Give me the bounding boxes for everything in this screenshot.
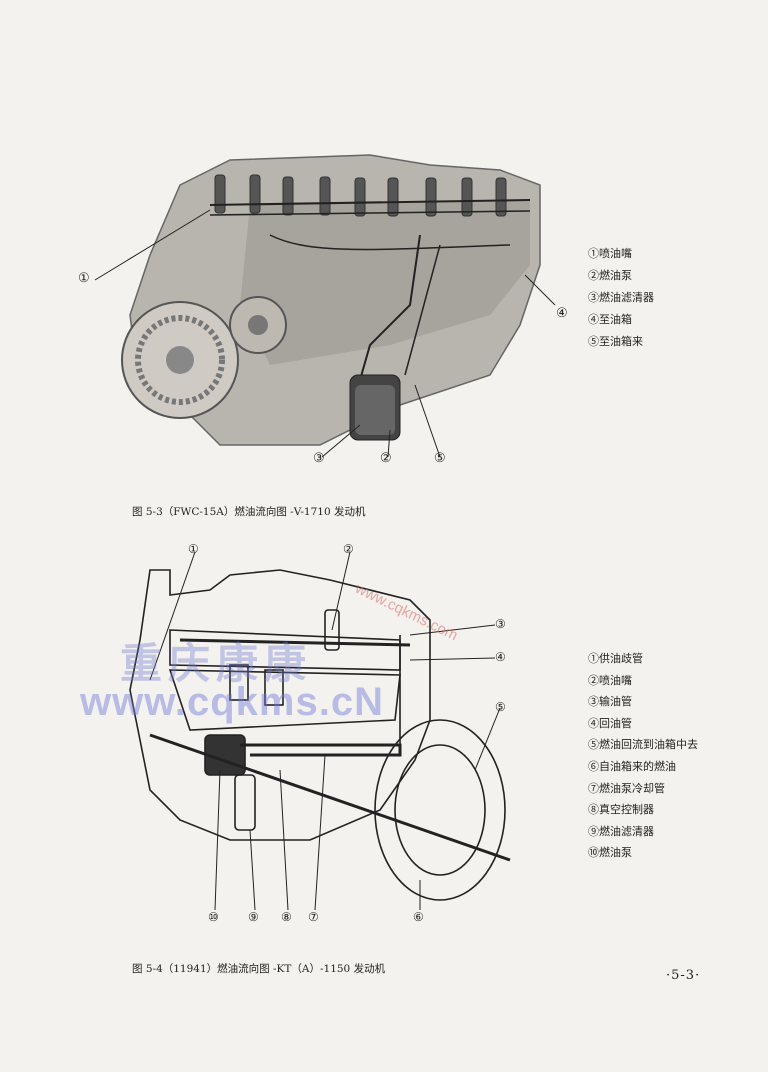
callout-7: ⑦ <box>308 910 319 924</box>
callout-3: ③ <box>495 617 506 631</box>
callout-3: ③ <box>313 451 325 466</box>
legend-item: ②燃油泵 <box>588 269 632 282</box>
legend-item: ⑨燃油滤清器 <box>588 824 654 838</box>
legend-item: ①供油歧管 <box>588 652 643 665</box>
legend-item: ①喷油嘴 <box>588 247 632 260</box>
callout-2: ② <box>380 451 392 466</box>
legend-item: ③燃油滤清器 <box>588 291 654 304</box>
engine-photo-figure: ① ④ ③ ② ⑤ <box>70 145 570 480</box>
legend-item: ③输油管 <box>588 695 632 709</box>
legend-item: ⑥自油箱来的燃油 <box>588 759 676 773</box>
callout-10: ⑩ <box>208 910 219 924</box>
figure2-legend: ①供油歧管 ②喷油嘴 ③输油管 ④回油管 ⑤燃油回流到油箱中去 ⑥自油箱来的燃油… <box>588 648 698 864</box>
callout-4: ④ <box>495 650 506 664</box>
callout-1: ① <box>78 271 90 286</box>
engine-drawing <box>129 551 511 911</box>
callout-4: ④ <box>556 306 568 321</box>
legend-item: ⑤至油箱来 <box>588 335 643 348</box>
figure1-legend: ①喷油嘴 ②燃油泵 ③燃油滤清器 ④至油箱 ⑤至油箱来 <box>588 243 654 353</box>
engine-drawing-figure: ① ② ③ ④ ⑤ ⑥ ⑦ ⑧ ⑨ ⑩ <box>110 540 530 930</box>
legend-item: ⑩燃油泵 <box>588 846 632 860</box>
watermark-chinese: 重庆康康 <box>120 640 313 687</box>
legend-item: ④回油管 <box>588 716 632 730</box>
legend-item: ⑧真空控制器 <box>588 803 654 817</box>
callout-5: ⑤ <box>495 700 506 714</box>
callout-8: ⑧ <box>281 910 292 924</box>
legend-item: ⑦燃油泵冷却管 <box>588 781 665 795</box>
legend-item: ②喷油嘴 <box>588 673 632 687</box>
legend-item: ④至油箱 <box>588 313 632 326</box>
watermark-domain: www.cqkms.cN <box>80 680 384 724</box>
figure1-caption: 图 5-3（FWC-15A）燃油流向图 -V-1710 发动机 <box>132 506 366 518</box>
callout-9: ⑨ <box>248 910 259 924</box>
engine-photo <box>70 145 570 480</box>
page-number: ·5-3· <box>666 968 701 983</box>
legend-item: ⑤燃油回流到油箱中去 <box>588 738 698 752</box>
callout-5: ⑤ <box>434 451 446 466</box>
callout-6: ⑥ <box>413 910 424 924</box>
figure2-caption: 图 5-4（11941）燃油流向图 -KT（A）-1150 发动机 <box>132 963 386 975</box>
callout-2: ② <box>343 542 354 556</box>
callout-1: ① <box>188 542 199 556</box>
